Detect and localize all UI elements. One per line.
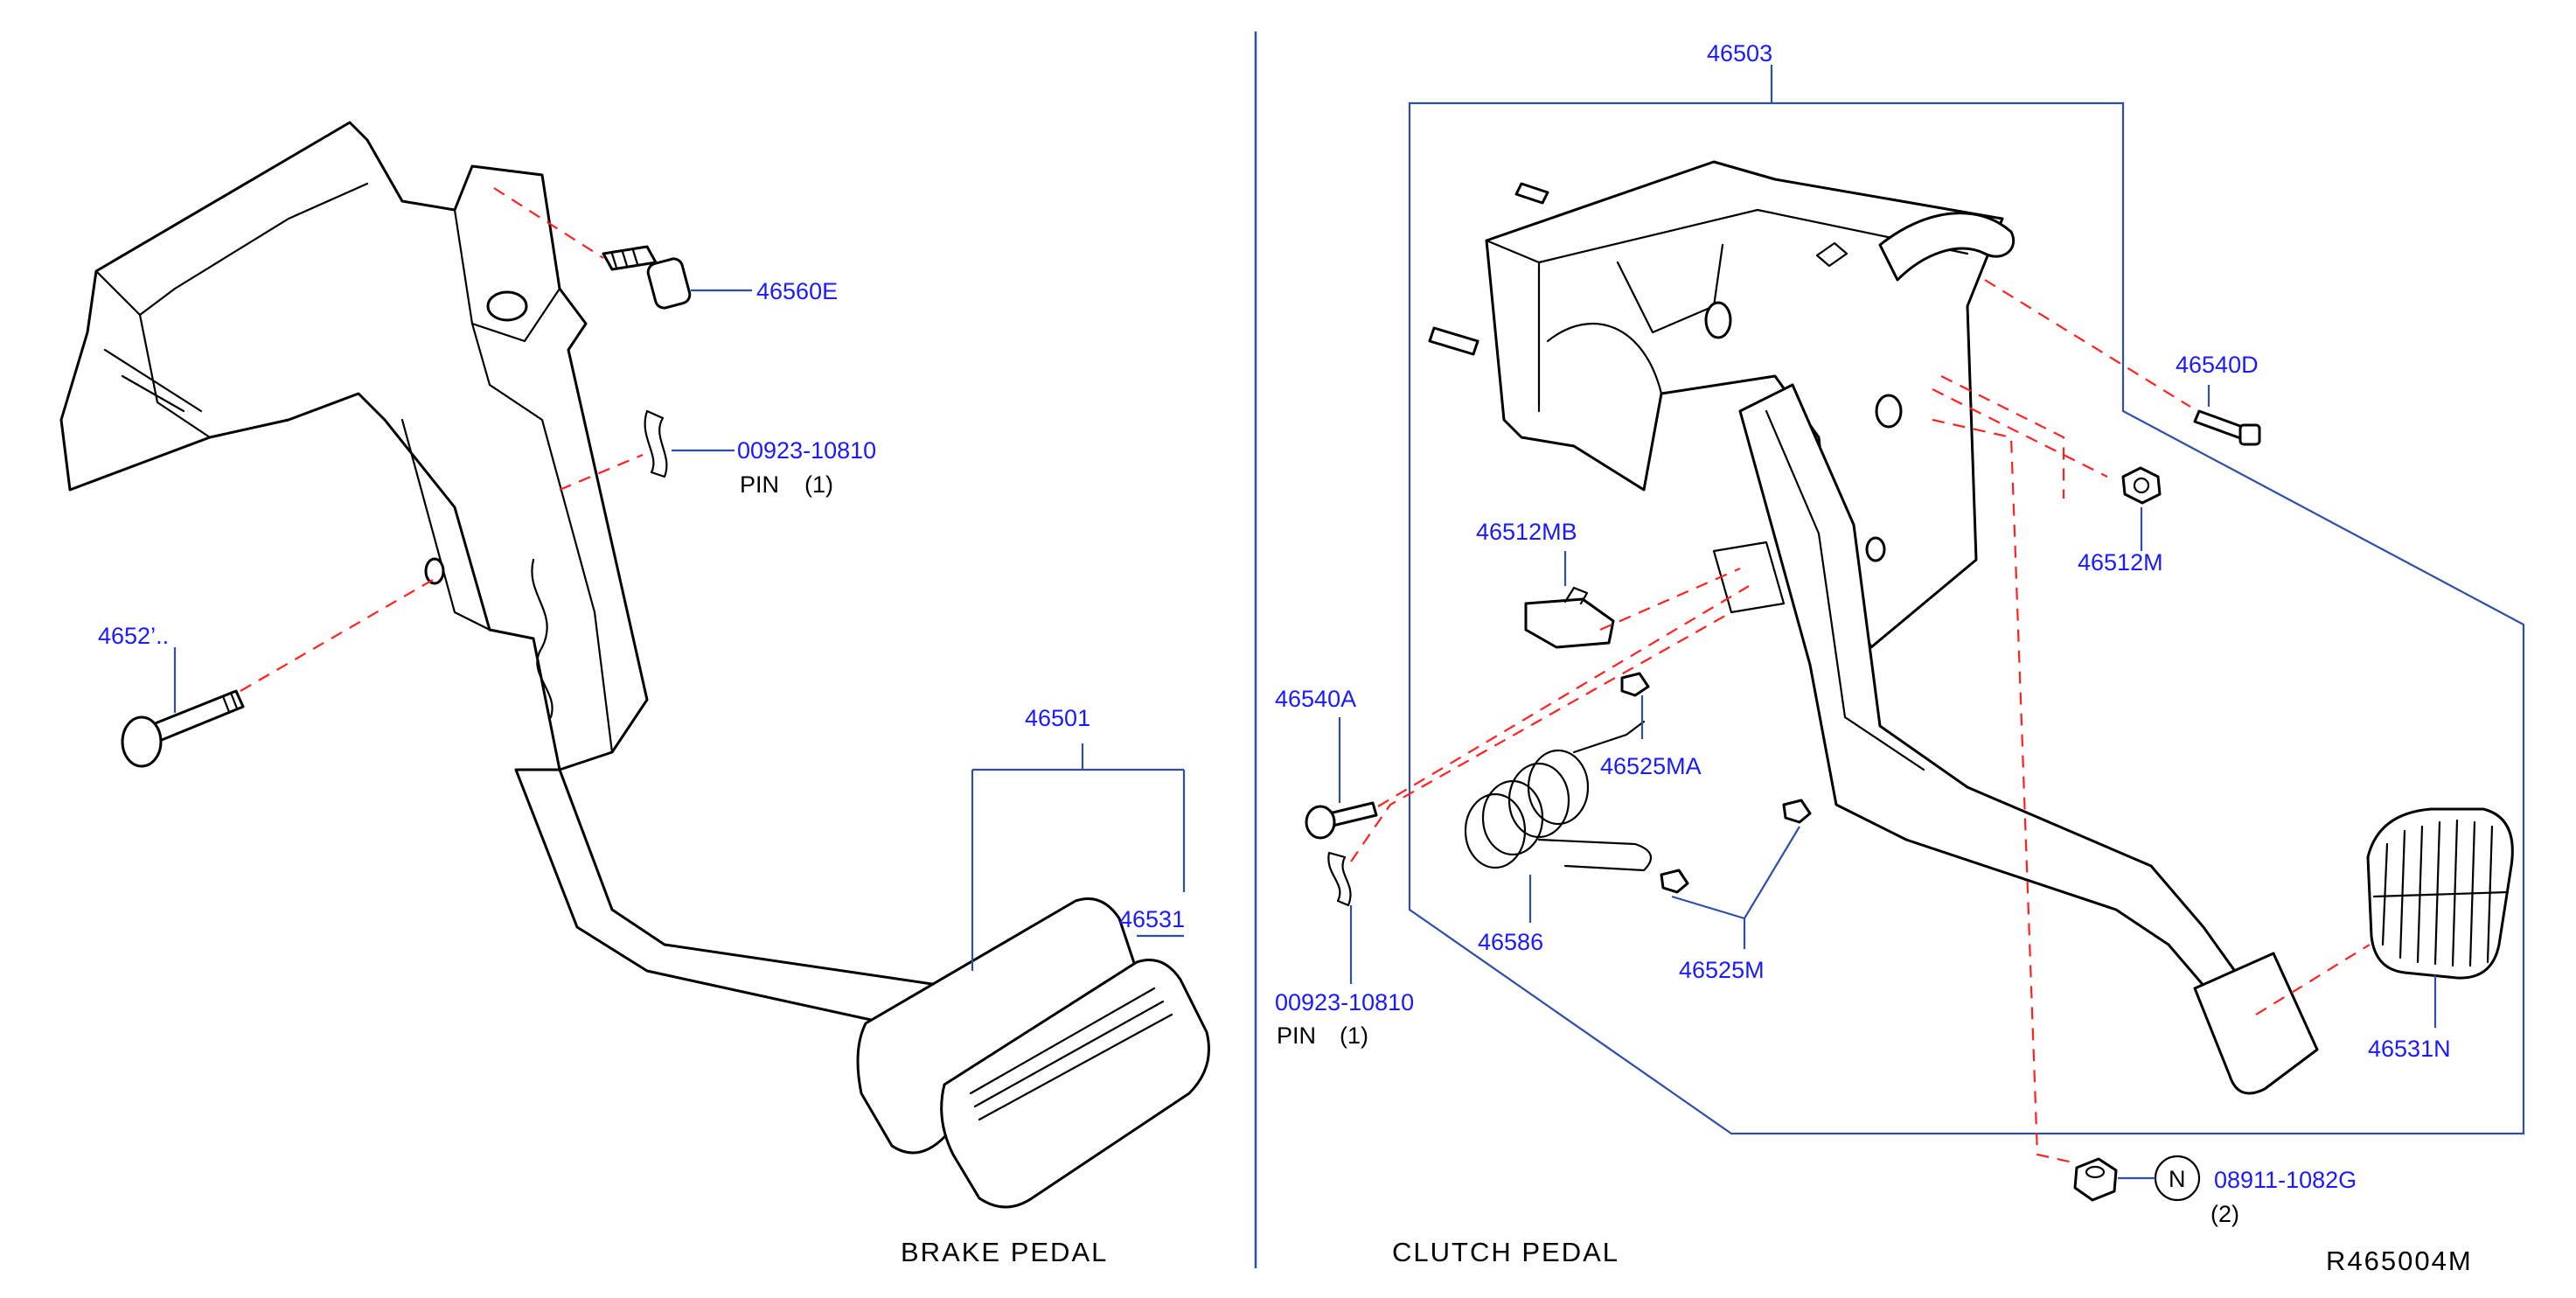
spring-46586-icon (1464, 720, 1653, 872)
label-46560e: 46560E (756, 278, 838, 304)
pin-00923-brake-icon (644, 409, 668, 478)
clutch-pedal-arm (1712, 383, 2319, 1095)
dash-46512m-a (1940, 375, 2065, 499)
label-pin-brake-part: 00923-10810 (737, 437, 876, 464)
label-08911: 08911-1082G (2214, 1167, 2357, 1193)
clutch-pedal-bracket (1428, 160, 2016, 649)
label-46520: 4652’.. (98, 623, 169, 649)
nut-08911-icon (2073, 1157, 2118, 1202)
label-46501: 46501 (1025, 705, 1090, 731)
label-pin-clutch-name: PIN (1277, 1022, 1316, 1049)
dash-46540a (1377, 585, 1750, 807)
brake-pedal-pad-assembly (856, 897, 1210, 1209)
label-46525m: 46525M (1679, 957, 1765, 983)
leader-46525m (1671, 826, 1800, 920)
label-pin-brake-name: PIN (740, 471, 779, 498)
label-46512mb: 46512MB (1476, 519, 1577, 545)
dash-pin-brake (559, 453, 644, 492)
label-46540a: 46540A (1275, 686, 1356, 712)
pin-00923-clutch-icon (1327, 851, 1352, 907)
clutch-pedal-title: CLUTCH PEDAL (1392, 1237, 1619, 1267)
stopper-46512m-icon (2121, 466, 2162, 505)
brake-pedal-bracket (59, 121, 649, 771)
pad-46531n-icon (2366, 807, 2514, 980)
stopper-46512mb-icon (1524, 586, 1615, 649)
dash-46560e (493, 187, 604, 259)
clip-46525m-icon (1660, 799, 1812, 894)
assembly-46503-boundary (1408, 101, 2525, 1135)
label-pin-clutch-part: 00923-10810 (1275, 989, 1414, 1015)
bolt-46540d-icon (2193, 409, 2261, 446)
label-pin-clutch-qty: (1) (1340, 1022, 1368, 1049)
label-08911-qty: (2) (2210, 1201, 2239, 1227)
label-pin-brake-qty: (1) (804, 471, 833, 498)
label-46503: 46503 (1707, 40, 1772, 66)
label-46531n: 46531N (2368, 1036, 2451, 1062)
bolt-46560e-icon (602, 245, 692, 310)
drawing-code: R465004M (2326, 1246, 2473, 1276)
dash-pad-46531n (2255, 944, 2371, 1015)
dash-46512mb (1599, 567, 1741, 632)
label-46531: 46531 (1119, 906, 1185, 932)
label-46525ma: 46525MA (1600, 753, 1702, 779)
label-46586: 46586 (1478, 929, 1543, 955)
dash-46540d (1984, 279, 2191, 408)
label-46512m: 46512M (2078, 549, 2163, 576)
dash-46512m-b (1932, 388, 2108, 478)
clip-46525ma-icon (1620, 672, 1650, 697)
dash-46520 (240, 576, 438, 692)
leader-46501 (971, 743, 1186, 971)
label-46540d: 46540D (2176, 352, 2259, 378)
bolt-46540a-icon (1305, 801, 1378, 840)
brake-pedal-title: BRAKE PEDAL (901, 1237, 1108, 1267)
bolt-46520-icon (121, 689, 245, 768)
dash-pin-clutch (1350, 611, 1732, 862)
nut-marker-letter: N (2169, 1166, 2186, 1192)
